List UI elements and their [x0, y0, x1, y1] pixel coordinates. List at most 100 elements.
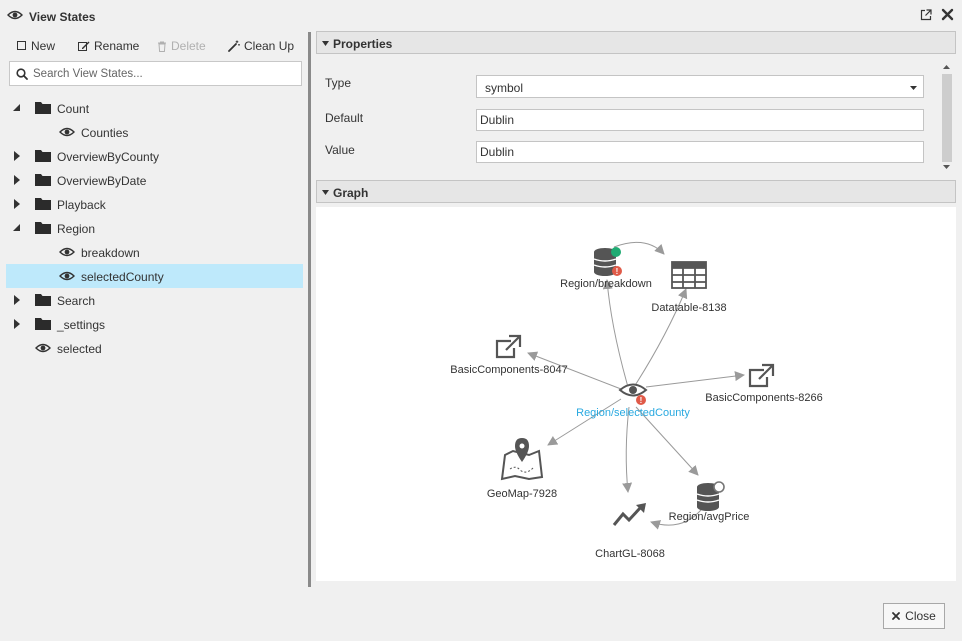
- tree-item-search[interactable]: Search: [6, 288, 303, 312]
- delete-button-label: Delete: [171, 39, 206, 53]
- new-button[interactable]: New: [17, 38, 55, 54]
- folder-icon: [35, 198, 51, 210]
- graph-canvas[interactable]: ! Region/selectedCounty ! Region/breakdo…: [316, 207, 956, 581]
- search-icon: [16, 68, 28, 80]
- search-input[interactable]: [33, 64, 295, 83]
- tree-item-settings[interactable]: _settings: [6, 312, 303, 336]
- rename-button-label: Rename: [94, 39, 140, 53]
- tree-item-label: OverviewByDate: [57, 174, 147, 188]
- node-geomap[interactable]: GeoMap-7928: [487, 438, 557, 500]
- node-label: ChartGL-8068: [595, 548, 665, 560]
- external-link-icon: [748, 363, 775, 388]
- close-window-icon[interactable]: [941, 8, 954, 21]
- node-basic-right[interactable]: BasicComponents-8266: [705, 363, 823, 404]
- chevron-down-icon: [910, 86, 917, 90]
- status-idle-icon: [713, 481, 725, 493]
- warning-badge-icon: [612, 266, 622, 276]
- popout-icon[interactable]: [920, 9, 932, 21]
- collapsed-arrow-icon[interactable]: [14, 295, 20, 305]
- eye-icon: [59, 247, 75, 257]
- tree-item-overviewbydate[interactable]: OverviewByDate: [6, 168, 303, 192]
- rename-button[interactable]: Rename: [78, 38, 139, 54]
- node-label: Region/breakdown: [560, 278, 652, 290]
- tree-item-region[interactable]: Region: [6, 216, 303, 240]
- scroll-up-icon[interactable]: [943, 65, 950, 69]
- edge-breakdown-to-datatable: [613, 241, 665, 255]
- default-label: Default: [325, 111, 364, 125]
- properties-header[interactable]: Properties: [316, 31, 956, 54]
- node-label: GeoMap-7928: [487, 488, 557, 500]
- tree-item-breakdown[interactable]: breakdown: [6, 240, 303, 264]
- warning-badge-icon: [636, 395, 646, 405]
- tree-item-selected[interactable]: selected: [6, 336, 303, 360]
- properties-scrollbar[interactable]: [940, 64, 954, 170]
- close-button-label: Close: [905, 609, 936, 623]
- database-icon: [593, 248, 617, 276]
- tree-item-overviewbycounty[interactable]: OverviewByCounty: [6, 144, 303, 168]
- title-bar: View States: [0, 0, 962, 32]
- collapsed-arrow-icon[interactable]: [14, 175, 20, 185]
- tree-item-label: Counties: [81, 126, 129, 140]
- tree-item-label: Count: [57, 102, 90, 116]
- expanded-arrow-icon[interactable]: [13, 224, 21, 232]
- node-avgprice[interactable]: Region/avgPrice: [669, 481, 750, 523]
- new-icon: [17, 41, 26, 50]
- properties-title: Properties: [333, 37, 393, 51]
- collapse-arrow-icon: [322, 190, 329, 195]
- dependency-graph: ! Region/selectedCounty ! Region/breakdo…: [450, 241, 823, 560]
- tree-item-label: selectedCounty: [81, 270, 164, 284]
- delete-button[interactable]: Delete: [157, 38, 206, 54]
- scrollbar-thumb[interactable]: [942, 74, 952, 162]
- graph-title: Graph: [333, 186, 369, 200]
- tree-item-playback[interactable]: Playback: [6, 192, 303, 216]
- tree-item-counties[interactable]: Counties: [6, 120, 303, 144]
- close-button[interactable]: Close: [883, 603, 945, 629]
- node-datatable[interactable]: Datatable-8138: [651, 261, 727, 314]
- node-label: Datatable-8138: [651, 302, 726, 314]
- eye-icon: [35, 343, 51, 353]
- search-box: [9, 61, 302, 86]
- cleanup-button[interactable]: Clean Up: [228, 38, 294, 54]
- value-input[interactable]: [476, 141, 924, 163]
- eye-icon: [7, 10, 23, 20]
- map-marker-icon: [500, 438, 544, 481]
- status-ok-icon: [611, 247, 621, 257]
- folder-icon: [35, 294, 51, 306]
- external-link-icon: [495, 334, 522, 359]
- tree-item-selectedcounty[interactable]: selectedCounty: [6, 264, 303, 288]
- collapsed-arrow-icon[interactable]: [14, 151, 20, 161]
- tree-item-label: selected: [57, 342, 102, 356]
- node-label: Region/avgPrice: [669, 511, 750, 523]
- node-breakdown[interactable]: ! Region/breakdown: [560, 247, 652, 290]
- node-chartgl[interactable]: ChartGL-8068: [595, 503, 665, 560]
- tree-item-label: Region: [57, 222, 96, 236]
- eye-icon: [59, 127, 75, 137]
- edge-center-to-datatable: [633, 288, 688, 388]
- eye-icon: [59, 271, 75, 281]
- window-title: View States: [29, 10, 96, 24]
- node-label: Region/selectedCounty: [576, 407, 690, 419]
- expanded-arrow-icon[interactable]: [13, 104, 21, 112]
- database-icon: [696, 483, 720, 511]
- folder-icon: [35, 102, 51, 114]
- graph-header[interactable]: Graph: [316, 180, 956, 203]
- edge-center-to-geomap: [547, 398, 622, 446]
- splitter[interactable]: [308, 32, 311, 587]
- default-input[interactable]: [476, 109, 924, 131]
- type-select[interactable]: symbol: [476, 75, 924, 98]
- edge-center-to-avgprice: [635, 406, 699, 476]
- node-label: BasicComponents-8266: [705, 392, 822, 404]
- collapsed-arrow-icon[interactable]: [14, 199, 20, 209]
- node-label: BasicComponents-8047: [450, 364, 567, 376]
- collapse-arrow-icon: [322, 41, 329, 46]
- node-basic-left[interactable]: BasicComponents-8047: [450, 334, 568, 376]
- magic-wand-icon: [228, 40, 240, 52]
- edge-center-to-breakdown: [602, 279, 629, 388]
- node-selectedcounty[interactable]: ! Region/selectedCounty: [576, 383, 690, 420]
- tree-item-label: Playback: [57, 198, 106, 212]
- tree-item-count[interactable]: Count: [6, 96, 303, 120]
- scroll-down-icon[interactable]: [943, 165, 950, 169]
- folder-icon: [35, 150, 51, 162]
- graph-edges: [527, 241, 745, 530]
- collapsed-arrow-icon[interactable]: [14, 319, 20, 329]
